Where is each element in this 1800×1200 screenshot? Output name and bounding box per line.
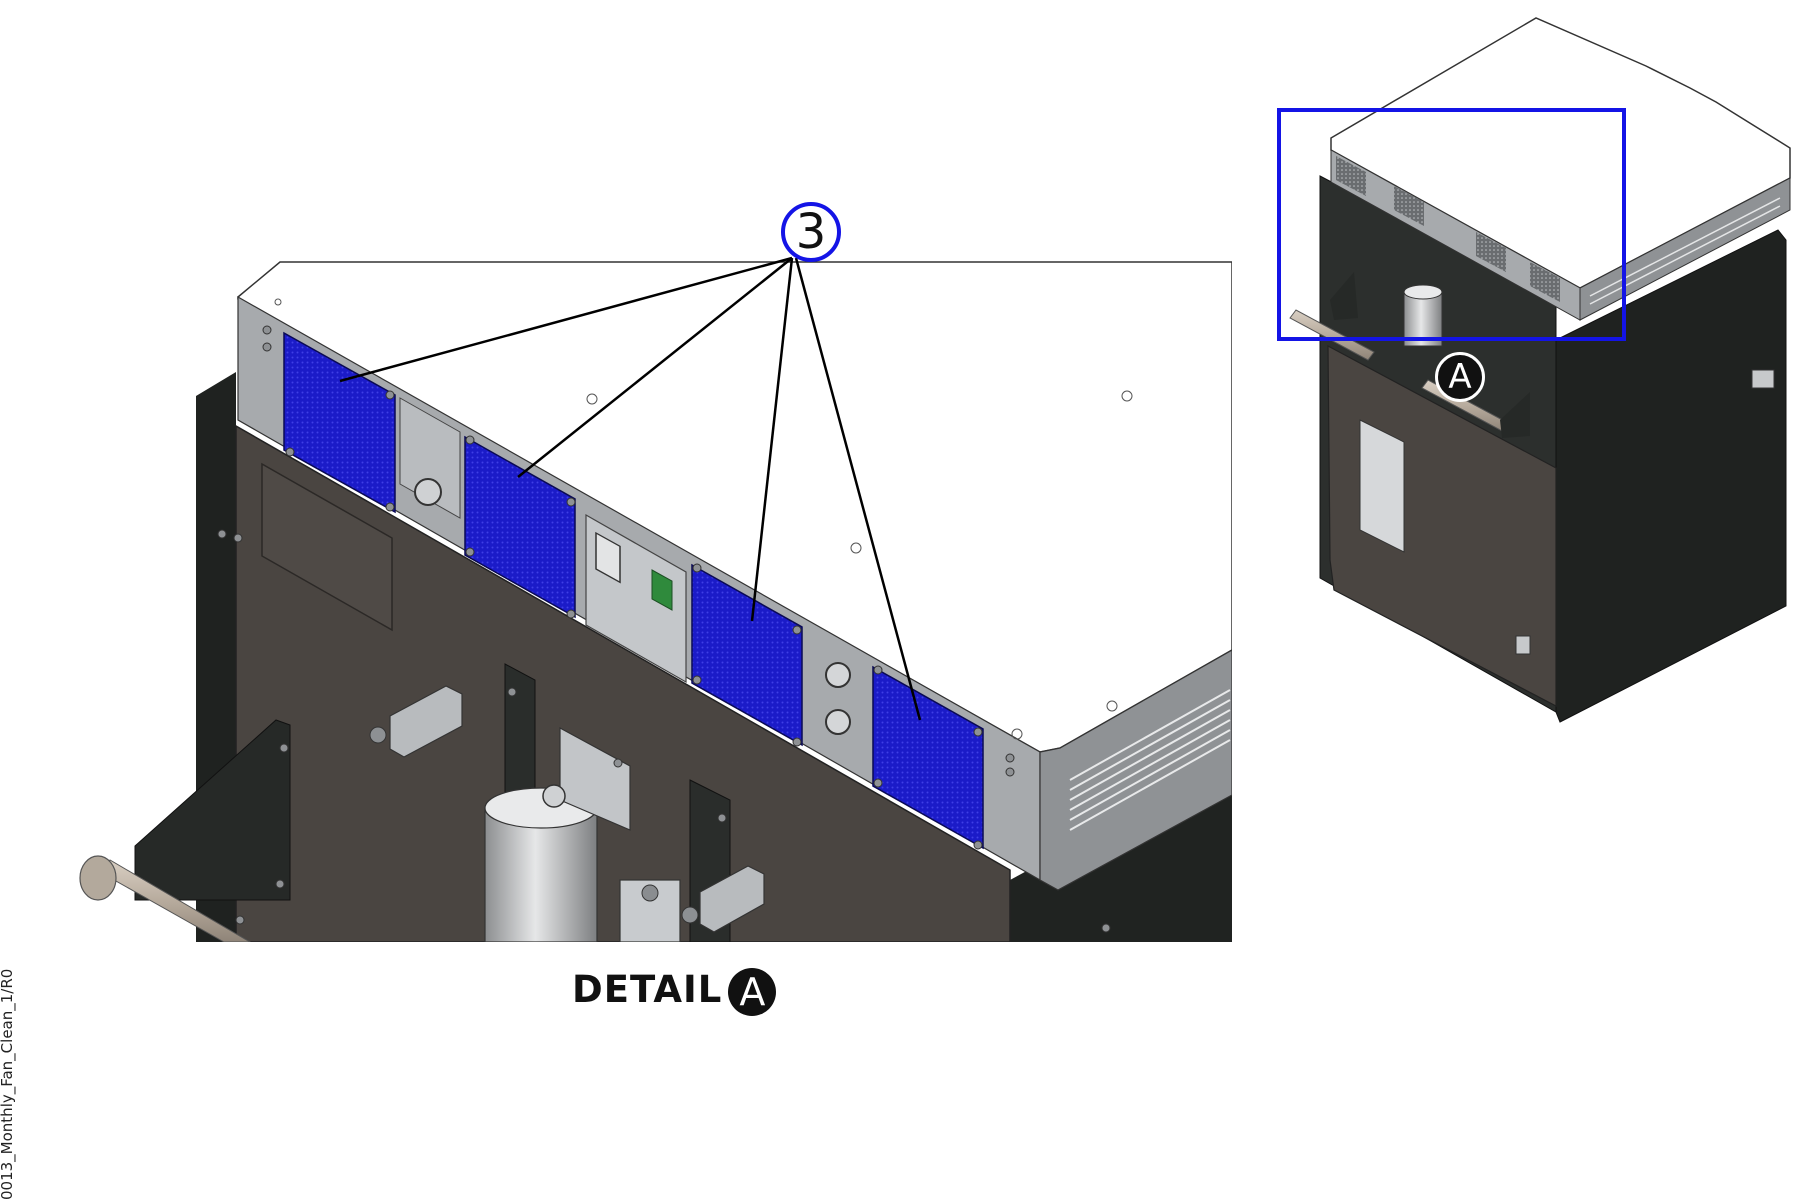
fan-filter-3 xyxy=(691,563,803,747)
overview-filter-3 xyxy=(1476,232,1506,272)
callout-number-badge: 3 xyxy=(781,202,841,262)
overview-side-latch xyxy=(1751,369,1775,389)
screw-heads xyxy=(217,325,1111,933)
overview-side-bezel xyxy=(1579,177,1791,321)
aux-connector-1 xyxy=(825,662,851,688)
overview-view xyxy=(1277,17,1791,723)
aux-connector-2 xyxy=(825,709,851,735)
detail-highlight-box xyxy=(1277,108,1626,341)
pump-cap xyxy=(542,784,566,808)
overview-fan-filter-module xyxy=(1359,419,1405,553)
latch-upper xyxy=(389,685,463,758)
top-fasteners xyxy=(274,298,1133,740)
round-connector xyxy=(414,478,442,506)
overview-filter-2 xyxy=(1394,186,1424,226)
fan-filter-1 xyxy=(283,331,396,514)
fan-filter-2 xyxy=(464,435,576,619)
overview-pump-top xyxy=(1403,284,1443,300)
detail-view xyxy=(79,256,1232,942)
detail-reference-badge: A xyxy=(1435,352,1485,402)
pump-mount-bracket xyxy=(559,726,631,831)
overview-filter-1 xyxy=(1336,156,1366,196)
power-switch xyxy=(651,569,673,611)
callout-leader-lines xyxy=(339,256,922,721)
cover-access-plate xyxy=(261,462,393,632)
valve-port xyxy=(641,884,659,902)
power-socket xyxy=(595,531,621,584)
detail-letter-badge: A xyxy=(728,967,777,1016)
side-vent-slots xyxy=(1069,689,1231,831)
drawing-id-label: 0013_Monthly_Fan_Clean_1/R0 xyxy=(0,968,16,1200)
detail-caption-text: DETAIL xyxy=(572,968,723,1011)
overview-small-latch xyxy=(1515,635,1531,655)
latch-lower xyxy=(699,865,765,933)
pump-cylinder xyxy=(484,807,598,942)
overview-filter-4 xyxy=(1530,262,1560,302)
side-vent-panel xyxy=(1039,649,1232,891)
rod-end-cap xyxy=(79,855,117,901)
overview-bracket-left xyxy=(1330,272,1358,320)
overview-side-vents xyxy=(1589,197,1781,305)
overview-rod-upper xyxy=(1289,309,1375,361)
overview-bracket-right xyxy=(1500,392,1530,438)
fan-filter-4 xyxy=(872,665,984,850)
latch-knob-upper xyxy=(369,726,387,744)
latch-knob-lower xyxy=(681,906,699,924)
